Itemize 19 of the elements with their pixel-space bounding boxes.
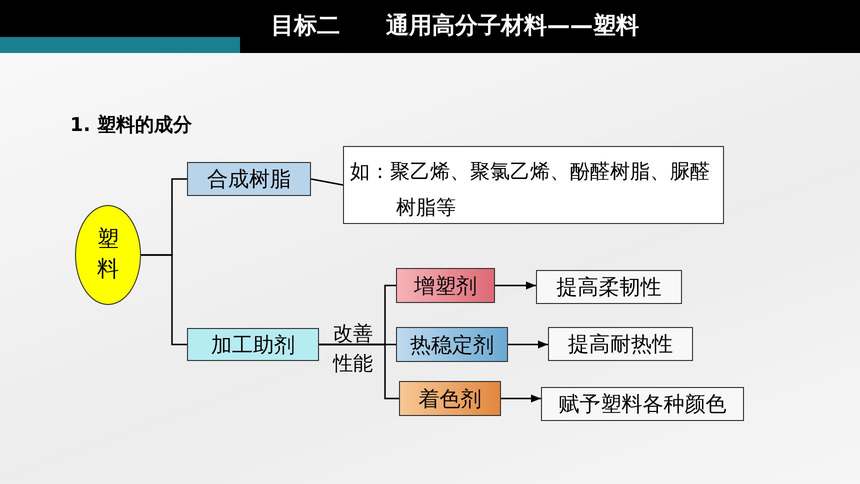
edge-label: 改善性能	[332, 320, 374, 377]
category-box: 热稳定剂	[396, 327, 508, 362]
arrow	[508, 340, 548, 348]
connector-line	[141, 254, 187, 346]
result-box: 提高柔韧性	[536, 270, 682, 304]
category-box: 着色剂	[399, 381, 501, 416]
result-box: 提高耐热性	[548, 327, 693, 361]
connector-line	[319, 344, 399, 400]
arrow	[495, 282, 536, 290]
slide-title: 目标二 通用高分子材料——塑料	[270, 12, 640, 41]
example-box: 如：聚乙烯、聚氯乙烯、酚醛树脂、脲醛树脂等	[343, 146, 724, 224]
result-box: 赋予塑料各种颜色	[541, 387, 744, 421]
section-heading: 1. 塑料的成分	[70, 113, 192, 138]
connector-line	[310, 178, 344, 186]
category-box: 加工助剂	[187, 328, 319, 361]
arrow	[501, 394, 541, 402]
category-box: 增塑剂	[396, 268, 495, 303]
category-box: 合成树脂	[187, 162, 311, 196]
topic-ellipse: 塑料	[75, 205, 141, 305]
